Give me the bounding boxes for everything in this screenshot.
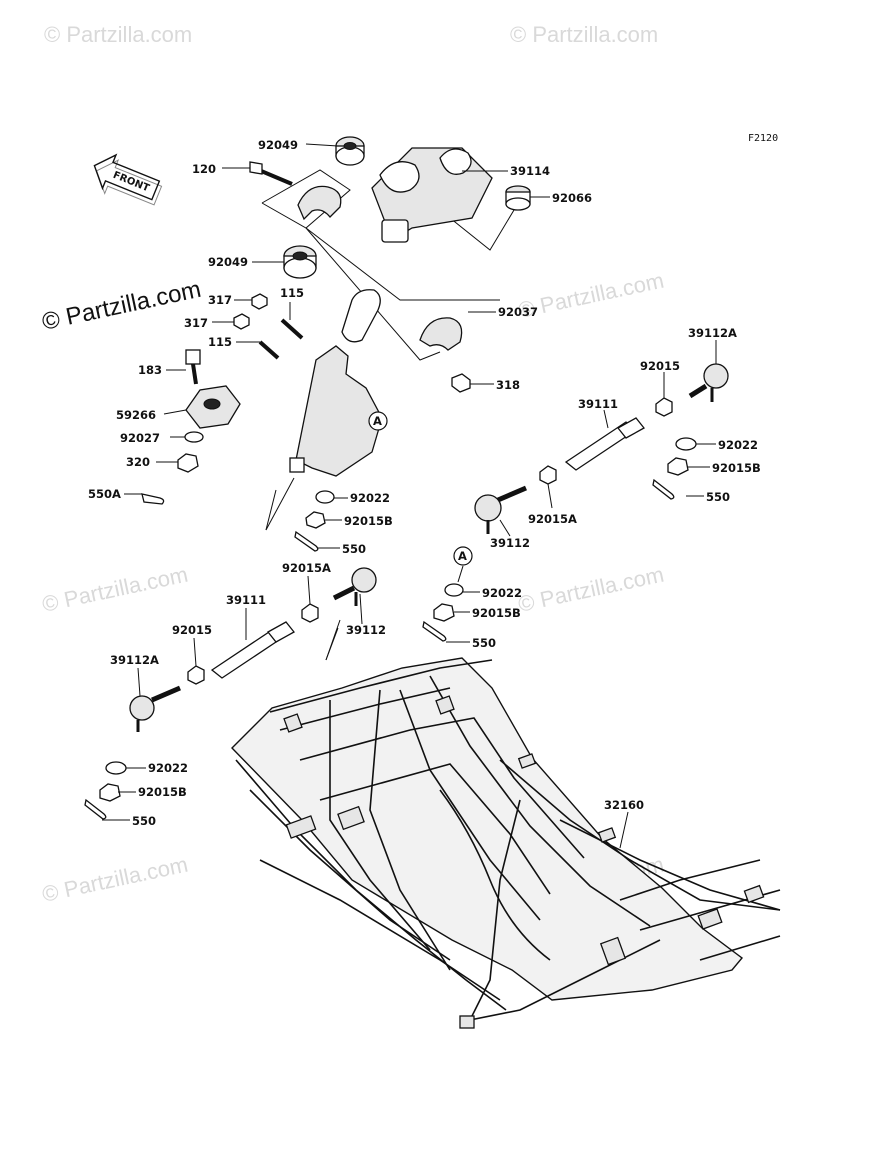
tie-rod-end-39112-r: [474, 494, 502, 522]
label-550-r2: 550: [472, 636, 496, 650]
nut-317-a: [251, 293, 268, 310]
nut-92015B-l2: [99, 783, 121, 802]
ref-circle-a-left: [368, 411, 388, 431]
label-92015B-l2: 92015B: [138, 785, 187, 799]
label-39112-l: 39112: [346, 623, 386, 637]
tie-rod-end-39112A-r: [703, 363, 729, 389]
label-39111-l: 39111: [226, 593, 266, 607]
clamp-92037: [419, 317, 463, 351]
steering-bracket-group: A: [141, 345, 388, 552]
nut-92015B-r2: [433, 603, 455, 622]
label-92022-l2: 92022: [148, 761, 188, 775]
pin-550-r: [652, 478, 675, 500]
label-92037: 92037: [498, 305, 538, 319]
label-92022-r: 92022: [718, 438, 758, 452]
label-92015-l: 92015: [172, 623, 212, 637]
label-39112-r: 39112: [490, 536, 530, 550]
washer-92022-l: [315, 490, 335, 504]
label-550-r: 550: [706, 490, 730, 504]
nut-92015B-r: [667, 457, 689, 476]
nut-318: [451, 373, 471, 393]
label-92027: 92027: [120, 431, 160, 445]
label-92022-r2: 92022: [482, 586, 522, 600]
nut-92015B-l: [305, 511, 326, 529]
tie-rod-end-39112-l: [351, 567, 377, 593]
label-39111-r: 39111: [578, 397, 618, 411]
watermark-mid-right: © Partzilla.com: [516, 268, 666, 323]
steering-bracket: [295, 345, 383, 477]
nut-92015-r: [655, 397, 673, 417]
pin-550-r2: [422, 620, 447, 642]
label-115-a: 115: [280, 286, 304, 300]
label-92015A-l: 92015A: [282, 561, 331, 575]
label-317-a: 317: [208, 293, 232, 307]
ref-circle-a-right: [453, 546, 473, 566]
handlebar-clamp-group: [233, 136, 531, 393]
label-39112A-l: 39112A: [110, 653, 159, 667]
label-92015B-r2: 92015B: [472, 606, 521, 620]
figure-code: F2120: [748, 133, 778, 144]
label-92015B-l: 92015B: [344, 514, 393, 528]
nut-92015A-r: [539, 465, 557, 485]
cotter-pin-550A: [141, 493, 165, 505]
washer-92022-r2: [444, 583, 464, 597]
ref-a-left: A: [373, 414, 382, 428]
watermark-strong: © Partzilla.com: [40, 276, 204, 336]
label-59266: 59266: [116, 408, 156, 422]
label-92022-l: 92022: [350, 491, 390, 505]
watermark-mid-right-2: © Partzilla.com: [516, 562, 666, 617]
frame-32160: [231, 657, 781, 1029]
ref-a-right: A: [458, 549, 467, 563]
callout-labels: 92049 120 39114 92066 92049 317 317 115 …: [88, 138, 761, 828]
label-550-l: 550: [342, 542, 366, 556]
pin-550-l: [294, 530, 319, 552]
tie-rod-end-39112A-l: [129, 695, 155, 721]
label-92049-top: 92049: [258, 138, 298, 152]
washer-92027: [184, 431, 204, 443]
pin-550-l2: [84, 798, 107, 820]
label-318: 318: [496, 378, 520, 392]
tie-rod-right-group: A: [422, 363, 729, 642]
label-550A: 550A: [88, 487, 121, 501]
label-317-b: 317: [184, 316, 208, 330]
label-39112A-r: 39112A: [688, 326, 737, 340]
washer-92022-r: [675, 437, 697, 451]
leader-lines: [102, 143, 717, 849]
label-92049-mid: 92049: [208, 255, 248, 269]
nut-92015-l: [187, 665, 205, 685]
label-120: 120: [192, 162, 216, 176]
watermark-top-left: © Partzilla.com: [44, 22, 192, 47]
washer-92022-l2: [105, 761, 127, 775]
watermark-bottom-left: © Partzilla.com: [40, 852, 190, 907]
nut-317-b: [233, 313, 250, 330]
label-92066: 92066: [552, 191, 592, 205]
label-115-b: 115: [208, 335, 232, 349]
clamp-lower: [297, 185, 342, 221]
label-92015B-r: 92015B: [712, 461, 761, 475]
label-550-l2: 550: [132, 814, 156, 828]
label-183: 183: [138, 363, 162, 377]
label-92015-r: 92015: [640, 359, 680, 373]
nut-92015A-l: [301, 603, 319, 623]
front-direction-arrow: FRONT: [93, 153, 163, 206]
label-320: 320: [126, 455, 150, 469]
nut-320: [177, 453, 199, 473]
watermark-top-right: © Partzilla.com: [510, 22, 658, 47]
watermark-mid-left: © Partzilla.com: [40, 562, 190, 617]
label-32160: 32160: [604, 798, 644, 812]
label-39114: 39114: [510, 164, 550, 178]
label-92015A-r: 92015A: [528, 512, 577, 526]
